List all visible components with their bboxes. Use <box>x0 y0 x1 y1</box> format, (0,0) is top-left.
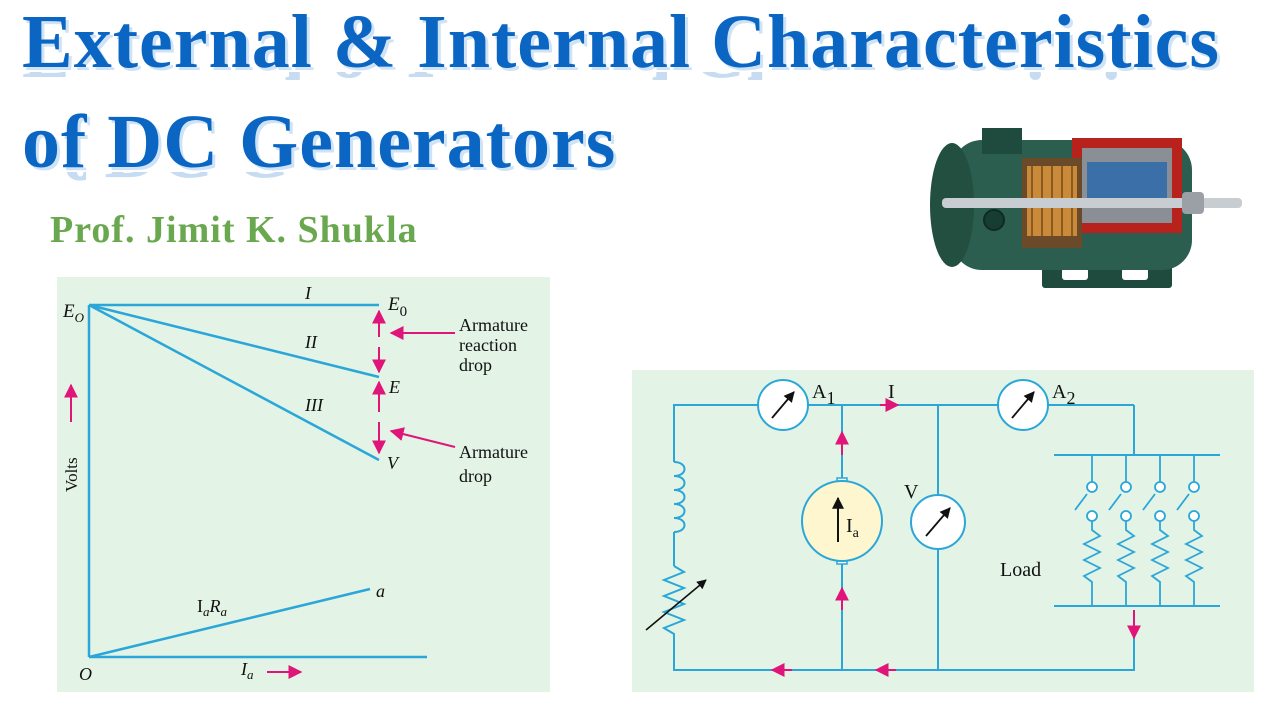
load-branch-1 <box>1074 455 1103 606</box>
circuit-diagram-panel: A1 A2 I V Ia Load <box>632 370 1254 692</box>
armature-reaction-line2: reaction <box>459 335 517 355</box>
title-line-1-reflection: External & Internal Characteristics <box>22 72 1185 90</box>
voltmeter <box>910 494 966 550</box>
y-axis-label: Volts <box>62 457 81 492</box>
load-branch-2 <box>1108 455 1137 606</box>
arrow-armature-drop <box>389 427 456 448</box>
title-line-1: External & Internal Characteristics <box>22 0 1220 84</box>
label-current-i: I <box>888 381 895 403</box>
label-curve-III: III <box>304 395 324 415</box>
dc-motor-cutaway-image <box>922 100 1252 295</box>
field-coil <box>673 461 686 533</box>
characteristics-graph-panel: I II III EO E0 E V a O IaRa Ia Volts Arm… <box>57 277 550 692</box>
label-e0-left: EO <box>62 301 85 325</box>
label-iara: IaRa <box>197 596 228 619</box>
curve-IaRa <box>88 587 371 659</box>
label-e0-right: E0 <box>387 294 407 320</box>
author-name: Prof. Jimit K. Shukla <box>50 209 418 251</box>
ammeter-a1 <box>757 379 809 431</box>
label-curve-II: II <box>304 332 318 352</box>
armature-reaction-line3: drop <box>459 355 492 375</box>
wire-bottom <box>673 610 1135 671</box>
label-e: E <box>388 377 400 397</box>
wire-top-left <box>673 404 758 462</box>
load-branch-4 <box>1176 455 1205 606</box>
label-load: Load <box>1000 559 1041 581</box>
label-curve-I: I <box>304 283 312 303</box>
armature-drop-line1: Armature <box>459 442 528 462</box>
label-a2: A2 <box>1052 381 1075 408</box>
armature-drop-line2: drop <box>459 466 492 486</box>
label-a1: A1 <box>812 381 835 408</box>
title-line-2: of DC Generators <box>22 100 617 184</box>
field-rheostat <box>661 565 687 660</box>
armature-reaction-line1: Armature <box>459 315 528 335</box>
ammeter-a2 <box>997 379 1049 431</box>
label-voltmeter-v: V <box>904 481 919 503</box>
label-ia-axis: Ia <box>240 659 254 682</box>
rheostat-arrow <box>645 579 707 631</box>
curve-III <box>88 303 380 462</box>
label-a: a <box>376 581 385 601</box>
label-generator-ia: Ia <box>846 515 860 541</box>
label-v: V <box>387 453 400 473</box>
title-line-2-reflection: of DC Generators <box>22 172 600 190</box>
motor-shaft <box>942 198 1242 208</box>
generator-armature <box>801 477 883 565</box>
label-origin: O <box>79 664 92 684</box>
load-branch-3 <box>1142 455 1171 606</box>
curve-II <box>88 303 380 379</box>
